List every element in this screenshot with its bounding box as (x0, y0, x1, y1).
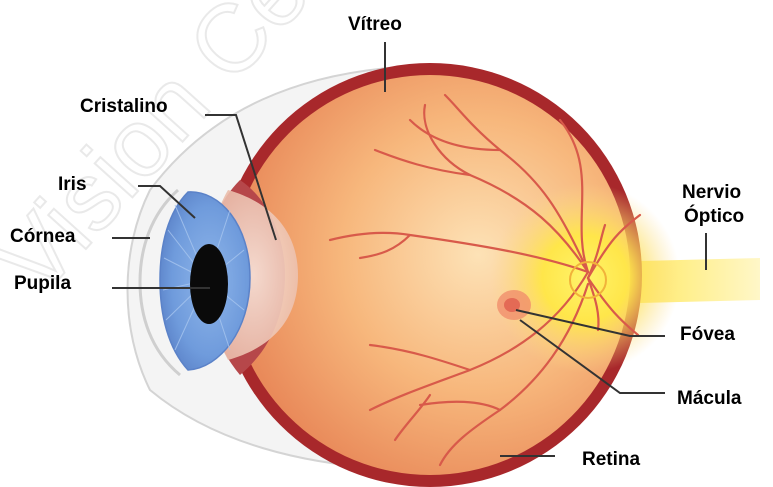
label-macula: Mácula (677, 388, 741, 410)
label-nervio-line1: Nervio (682, 182, 741, 204)
pupil (190, 244, 228, 324)
label-vitreo: Vítreo (348, 14, 402, 36)
label-cornea: Córnea (10, 226, 75, 248)
label-pupila: Pupila (14, 273, 71, 295)
label-retina: Retina (582, 449, 640, 471)
label-iris: Iris (58, 174, 87, 196)
label-nervio-line2: Óptico (684, 206, 744, 228)
label-fovea: Fóvea (680, 324, 735, 346)
label-cristalino: Cristalino (80, 96, 168, 118)
